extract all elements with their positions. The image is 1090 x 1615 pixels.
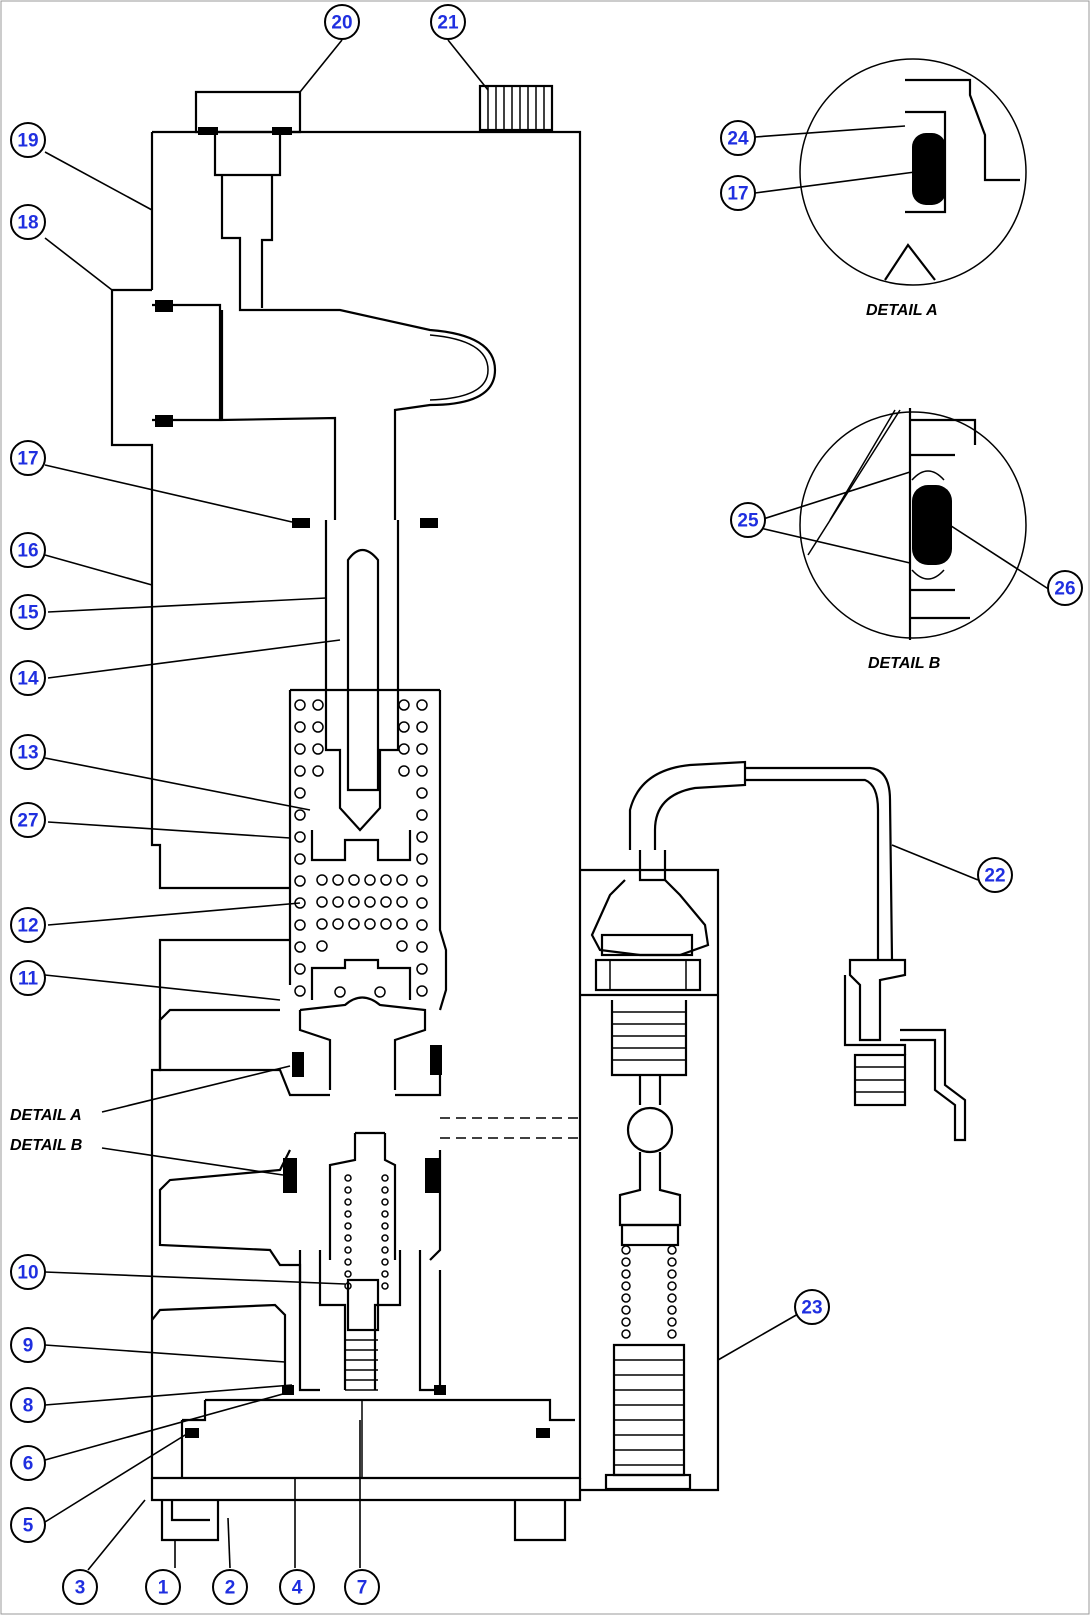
callout-number: 7 xyxy=(357,1578,368,1599)
callout-number: 6 xyxy=(23,1454,34,1475)
callout-circle xyxy=(344,1569,380,1605)
callout-number: 1 xyxy=(158,1578,169,1599)
callout-circle xyxy=(62,1569,98,1605)
detail-a xyxy=(799,58,1027,286)
callout-number: 27 xyxy=(17,811,38,832)
callout-circle xyxy=(10,1507,46,1543)
callout-1: 1 xyxy=(145,1569,181,1605)
callout-17: 17 xyxy=(10,440,46,476)
callout-circle xyxy=(10,1387,46,1423)
callout-8: 8 xyxy=(10,1387,46,1423)
callout-circle xyxy=(10,440,46,476)
callout-number: 16 xyxy=(17,541,38,562)
callout-circle xyxy=(145,1569,181,1605)
callout-number: 26 xyxy=(1054,579,1075,600)
callout-number: 9 xyxy=(23,1336,34,1357)
callout-circle xyxy=(10,734,46,770)
detail-b xyxy=(799,408,1027,640)
callout-17b: 17 xyxy=(720,175,756,211)
callout-number: 11 xyxy=(18,969,39,990)
callout-circle xyxy=(720,120,756,156)
callout-circle xyxy=(1047,570,1083,606)
callout-number: 23 xyxy=(801,1298,822,1319)
callout-20: 20 xyxy=(324,4,360,40)
callout-number: 5 xyxy=(23,1516,34,1537)
callout-6: 6 xyxy=(10,1445,46,1481)
callout-25: 25 xyxy=(730,502,766,538)
leader-lines xyxy=(44,39,1051,1571)
callout-circle xyxy=(720,175,756,211)
callout-circle xyxy=(10,802,46,838)
callout-circle xyxy=(10,660,46,696)
callout-number: 12 xyxy=(17,916,38,937)
callout-circle xyxy=(10,1445,46,1481)
callout-number: 10 xyxy=(17,1263,38,1284)
callout-number: 25 xyxy=(737,511,759,532)
callout-12: 12 xyxy=(10,907,46,943)
callout-5: 5 xyxy=(10,1507,46,1543)
callout-circle xyxy=(10,594,46,630)
callout-number: 8 xyxy=(23,1396,34,1417)
callout-circle xyxy=(10,532,46,568)
callout-number: 21 xyxy=(437,13,459,34)
callout-circle xyxy=(10,1327,46,1363)
callout-number: 13 xyxy=(17,743,38,764)
callout-24: 24 xyxy=(720,120,756,156)
callout-number: 22 xyxy=(984,866,1005,887)
callout-26: 26 xyxy=(1047,570,1083,606)
callout-13: 13 xyxy=(10,734,46,770)
detail-b-caption: DETAIL B xyxy=(868,655,940,672)
callout-number: 17 xyxy=(727,184,748,205)
side-valve-section xyxy=(580,760,967,1492)
callout-9: 9 xyxy=(10,1327,46,1363)
callout-number: 2 xyxy=(225,1578,236,1599)
detail-b-reference: DETAIL B xyxy=(10,1137,82,1154)
callout-15: 15 xyxy=(10,594,46,630)
callout-16: 16 xyxy=(10,532,46,568)
callout-number: 3 xyxy=(75,1578,86,1599)
callout-number: 14 xyxy=(17,669,39,690)
callout-2: 2 xyxy=(212,1569,248,1605)
callout-circle xyxy=(794,1289,830,1325)
callout-21: 21 xyxy=(430,4,466,40)
callout-number: 17 xyxy=(17,449,38,470)
callout-circle xyxy=(10,1254,46,1290)
callout-number: 18 xyxy=(17,213,38,234)
detail-a-caption: DETAIL A xyxy=(866,302,938,319)
callout-23: 23 xyxy=(794,1289,830,1325)
callout-circle xyxy=(730,502,766,538)
callout-circle xyxy=(10,960,46,996)
callout-number: 19 xyxy=(17,131,38,152)
callout-3: 3 xyxy=(62,1569,98,1605)
callout-circle xyxy=(430,4,466,40)
callout-14: 14 xyxy=(10,660,46,696)
callout-27: 27 xyxy=(10,802,46,838)
detail-a-reference: DETAIL A xyxy=(10,1107,82,1124)
callout-circle xyxy=(10,907,46,943)
callout-22: 22 xyxy=(977,857,1013,893)
callout-circle xyxy=(10,122,46,158)
callout-number: 20 xyxy=(331,13,352,34)
callout-circle xyxy=(324,4,360,40)
callout-number: 4 xyxy=(292,1578,303,1599)
callout-circle xyxy=(10,204,46,240)
callout-circle xyxy=(279,1569,315,1605)
callout-4: 4 xyxy=(279,1569,315,1605)
main-valve-body xyxy=(110,84,582,1542)
callout-10: 10 xyxy=(10,1254,46,1290)
callout-number: 24 xyxy=(727,129,749,150)
callout-11: 11 xyxy=(10,960,46,996)
callout-circle xyxy=(977,857,1013,893)
callout-19: 19 xyxy=(10,122,46,158)
callout-number: 15 xyxy=(17,603,39,624)
callout-7: 7 xyxy=(344,1569,380,1605)
callout-circle xyxy=(212,1569,248,1605)
callout-18: 18 xyxy=(10,204,46,240)
